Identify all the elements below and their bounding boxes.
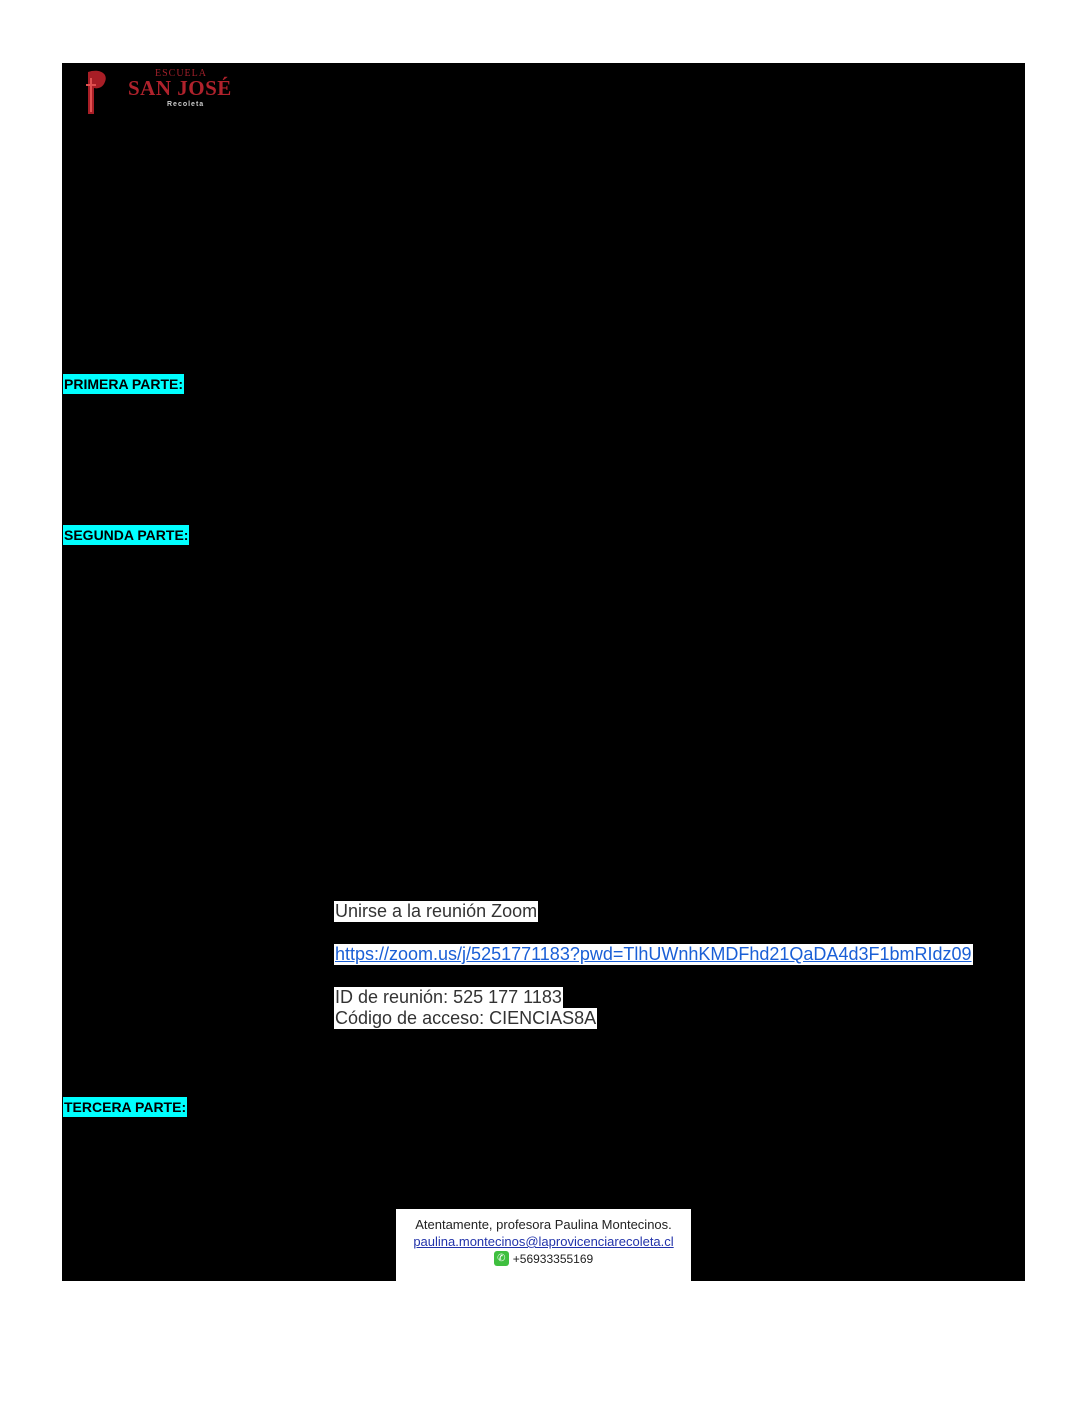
- phone-number: +56933355169: [512, 1251, 594, 1266]
- zoom-meeting-link[interactable]: https://zoom.us/j/5251771183?pwd=TlhUWnh…: [334, 944, 973, 965]
- section-heading-primera: PRIMERA PARTE:: [63, 374, 184, 394]
- logo-p-icon: [86, 70, 106, 114]
- logo-line3: Recoleta: [167, 101, 205, 108]
- document-page: [62, 63, 1025, 1281]
- signature-phone: ✆ +56933355169: [396, 1251, 691, 1266]
- school-logo: ESCUELA SAN JOSÉ Recoleta: [80, 66, 270, 120]
- zoom-join-label: Unirse a la reunión Zoom: [334, 901, 539, 922]
- whatsapp-icon: ✆: [493, 1251, 509, 1266]
- signature-block: Atentamente, profesora Paulina Montecino…: [396, 1209, 691, 1281]
- section-heading-segunda: SEGUNDA PARTE:: [63, 525, 190, 545]
- section-heading-tercera: TERCERA PARTE:: [63, 1097, 188, 1117]
- logo-line1: ESCUELA: [155, 68, 207, 79]
- signature-greeting: Atentamente, profesora Paulina Montecino…: [415, 1217, 672, 1232]
- logo-line2: SAN JOSÉ: [128, 76, 232, 100]
- signature-email-link[interactable]: paulina.montecinos@laprovicenciarecoleta…: [413, 1234, 674, 1249]
- zoom-meeting-id: ID de reunión: 525 177 1183: [334, 987, 563, 1008]
- zoom-access-code: Código de acceso: CIENCIAS8A: [334, 1008, 598, 1029]
